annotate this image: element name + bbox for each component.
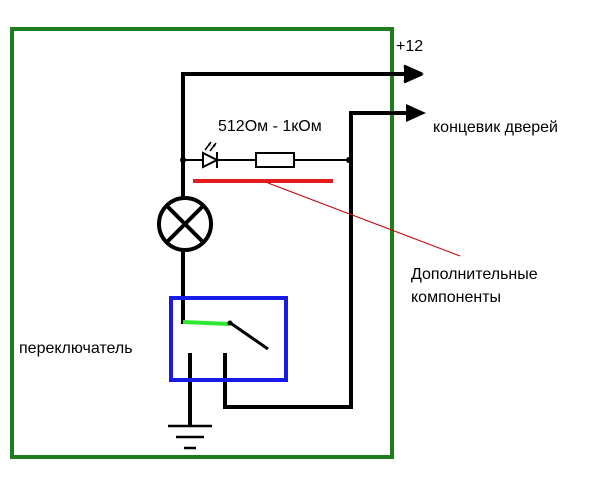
label-extra-components-1: Дополнительные <box>411 266 538 283</box>
junction-right <box>346 157 352 163</box>
switch-lever <box>228 320 269 351</box>
label-door-switch: концевик дверей <box>433 119 558 136</box>
pointer-line <box>267 182 461 257</box>
label-plus12: +12 <box>396 38 423 55</box>
junction-left <box>180 157 186 163</box>
label-switch: переключатель <box>19 340 133 357</box>
resistor-icon <box>255 152 295 168</box>
label-resistor-value: 512Ом - 1кОм <box>218 118 322 135</box>
switch-pivot <box>227 320 233 326</box>
ground-symbol-icon <box>168 424 212 450</box>
switch-box <box>169 296 288 382</box>
arrow-door-icon <box>406 104 426 122</box>
lamp-cross-icon <box>157 196 213 252</box>
enclosure-frame <box>10 27 394 459</box>
switch-contact-green <box>182 320 230 326</box>
led-diode-icon <box>202 141 220 169</box>
label-extra-components-2: компоненты <box>411 289 501 306</box>
led-resistor-branch <box>180 141 352 169</box>
